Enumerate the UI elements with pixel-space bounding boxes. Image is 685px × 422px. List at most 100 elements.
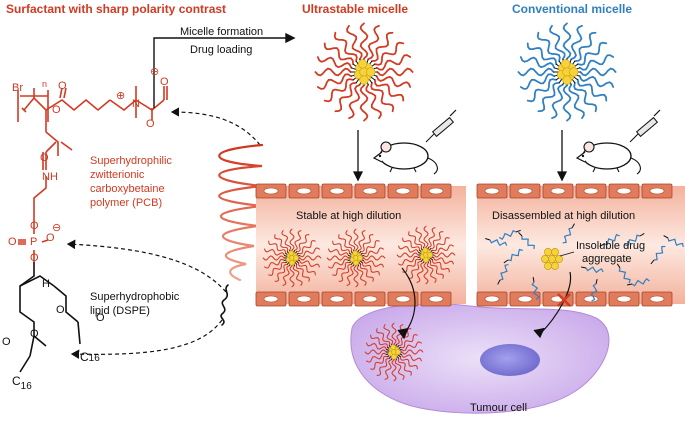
micelle-arm: [314, 67, 352, 77]
micelle-arm: [332, 261, 351, 276]
micelle-arm: [537, 82, 560, 113]
micelle-arm: [536, 31, 561, 62]
unimer-tail: [639, 232, 645, 237]
micelle-arm: [345, 230, 356, 251]
drug-core: [562, 75, 572, 85]
unimer: [518, 232, 535, 250]
drug-core: [352, 250, 359, 257]
aggregate-pointer: [559, 251, 575, 257]
ultrastable-micelle: [314, 22, 414, 122]
atom-o-carbonyl: O: [58, 80, 67, 92]
micelle-arm: [397, 357, 412, 376]
micelle-arm: [338, 263, 352, 282]
conventional-micelle: [517, 22, 617, 122]
micelle-arm: [359, 22, 369, 60]
free-unimers: [485, 223, 684, 302]
ultrastable-micelle: [262, 228, 322, 288]
unimer: [650, 245, 666, 265]
micelle-arm: [356, 265, 367, 286]
micelle-arm: [365, 83, 382, 120]
drug-core: [358, 59, 368, 69]
micelle-arm: [370, 355, 389, 370]
micelle-arm: [429, 260, 444, 279]
micelle-arm: [316, 56, 353, 69]
micelle-arm: [357, 230, 366, 251]
micelle-arm: [282, 265, 291, 286]
atom-br: Br: [12, 82, 23, 94]
micelle-arm: [399, 356, 418, 370]
atom-o-ester: O: [52, 104, 61, 116]
chain-c16-bottom: C16: [12, 374, 32, 392]
micelle-arm: [577, 79, 608, 102]
unimer-tail: [595, 279, 598, 285]
tumour-label: Tumour cell: [470, 402, 528, 414]
unimer: [581, 266, 604, 274]
unimer-chain: [499, 263, 509, 281]
process-arrow: [153, 32, 296, 108]
atom-o-phosphate: O: [8, 236, 17, 248]
micelle-arm: [384, 359, 393, 380]
minus-charge-phosphate: ⊖: [52, 222, 62, 234]
micelle-arm: [519, 56, 556, 69]
micelle-arm: [549, 24, 566, 61]
micelle-arm: [353, 228, 359, 251]
atom-c: C: [80, 350, 89, 364]
micelle-arm: [578, 54, 615, 71]
micelle-arm: [274, 263, 288, 282]
unimer-chain: [521, 235, 535, 250]
micelle-arm: [568, 83, 585, 120]
unimer-tail: [532, 276, 535, 283]
unimer-chain: [618, 267, 631, 284]
unimer-chain: [585, 266, 604, 274]
down-arrows: [352, 130, 568, 182]
drug-core: [390, 344, 397, 351]
unimer: [663, 235, 684, 247]
atom-p: P: [30, 236, 38, 248]
micelle-arm: [328, 248, 349, 257]
micelle-arm: [364, 349, 387, 355]
drug-core: [423, 256, 429, 263]
cell-nucleus: [583, 295, 599, 303]
micelle-arm: [299, 247, 320, 258]
micelle-arm: [333, 31, 358, 62]
unimer-chain: [531, 281, 540, 300]
micelle-arm: [375, 75, 412, 88]
micelle-arm: [299, 259, 320, 268]
atom-o-bridge-1: O: [30, 220, 39, 232]
micelle-arm: [398, 255, 419, 266]
micelle-arm: [332, 240, 351, 254]
micelle-arm: [376, 328, 391, 347]
atom-nh: NH: [42, 171, 58, 183]
unimer-tail: [497, 279, 501, 285]
cell-nucleus: [362, 295, 378, 303]
micelle-arm: [402, 237, 421, 251]
micelle-arm: [292, 265, 303, 286]
micelle-arm: [274, 234, 289, 253]
pcb-label-line-2: zwitterionic: [90, 169, 145, 181]
micelle-arm: [297, 240, 316, 255]
micelle-arm: [363, 259, 384, 268]
micelle-arm: [433, 244, 454, 255]
unimer-tail: [503, 259, 509, 264]
mouse-icon: [372, 141, 438, 175]
micelle-arm: [519, 73, 556, 90]
micelle-arm: [399, 334, 418, 349]
atom-o-lipid-3: O: [2, 336, 11, 348]
unimer-tail: [616, 263, 621, 269]
ultrastable-micelle: [326, 228, 386, 288]
dspe-label-line-1: Superhydrophobic: [90, 291, 180, 303]
micelle-arm: [268, 261, 287, 276]
micelle-arm: [578, 75, 615, 88]
micelle-arm: [416, 262, 425, 283]
tumour-cell: [350, 303, 610, 414]
drug-core: [391, 353, 397, 360]
micelle-arm: [431, 237, 450, 252]
micelle-arm: [375, 54, 412, 71]
unimer-chain: [667, 237, 684, 247]
micelle-arm: [289, 265, 295, 288]
cell-nucleus: [583, 187, 599, 195]
micelle-arm: [295, 263, 310, 282]
unimer-tail: [515, 229, 521, 233]
unimer-chain: [631, 277, 650, 287]
